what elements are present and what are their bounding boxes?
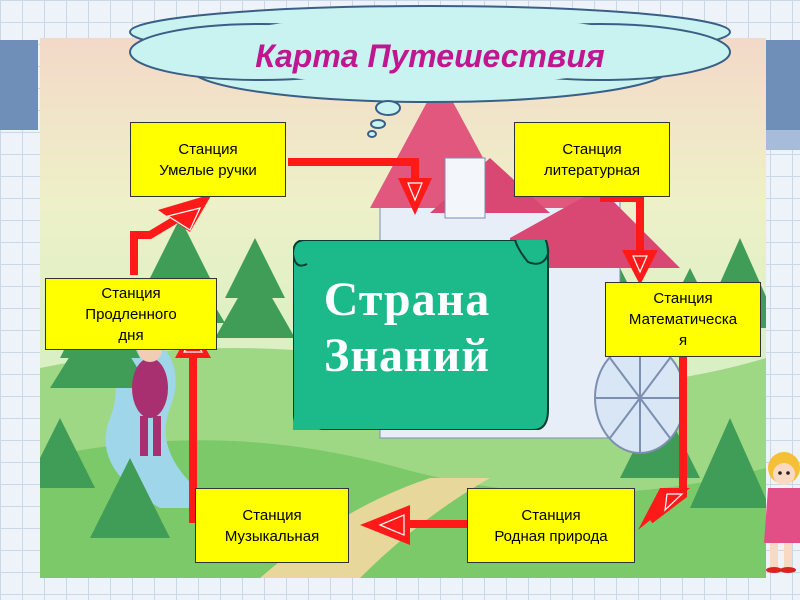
girl-character-illustration	[754, 448, 800, 573]
station-literature: Станция литературная	[514, 122, 670, 197]
station-extended: Станция Продленного дня	[45, 278, 217, 350]
center-label-line2: Знаний	[293, 328, 521, 384]
center-scroll: Страна Знаний	[293, 240, 550, 430]
center-label: Страна Знаний	[293, 272, 521, 384]
diagram-title: Карта Путешествия	[230, 38, 630, 75]
arrow-hands-to-center	[288, 162, 415, 195]
arrowhead-math	[622, 250, 658, 285]
station-hands: Станция Умелые ручки	[130, 122, 286, 197]
station-nature: Станция Родная природа	[467, 488, 635, 563]
arrow-literature-to-math	[600, 198, 640, 255]
arrowhead-music	[360, 505, 410, 545]
station-music: Станция Музыкальная	[195, 488, 349, 563]
center-label-line1: Страна	[293, 272, 521, 328]
station-math: Станция Математическа я	[605, 282, 761, 357]
